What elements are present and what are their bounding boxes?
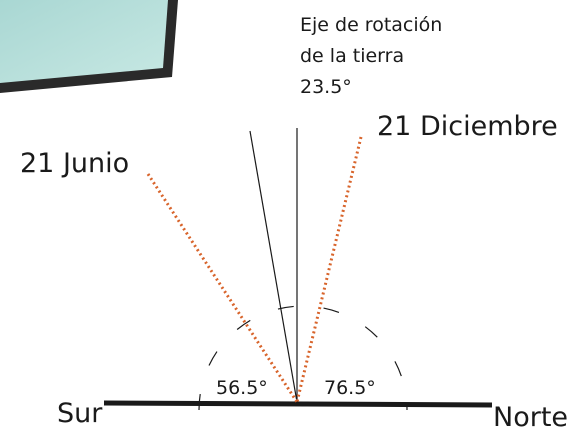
solar-panel bbox=[0, 0, 178, 93]
south-angle-label: 56.5° bbox=[216, 377, 268, 399]
ground-line bbox=[103, 400, 493, 408]
south-label: Sur bbox=[57, 398, 103, 429]
december-label: 21 Diciembre bbox=[377, 111, 558, 142]
december-sun-ray bbox=[295, 136, 363, 403]
june-label: 21 Junio bbox=[20, 148, 130, 179]
axis-label-angle: 23.5° bbox=[300, 76, 352, 98]
axis-label: Eje de rotación de la tierra 23.5° bbox=[300, 10, 442, 103]
axis-label-line1: Eje de rotación bbox=[300, 14, 443, 36]
north-label: Norte bbox=[493, 402, 569, 433]
june-sun-ray bbox=[146, 173, 299, 403]
axis-label-line2: de la tierra bbox=[300, 45, 405, 67]
angle-arc bbox=[198, 305, 408, 411]
earth-axis-line bbox=[249, 130, 298, 403]
north-angle-label: 76.5° bbox=[324, 377, 376, 399]
